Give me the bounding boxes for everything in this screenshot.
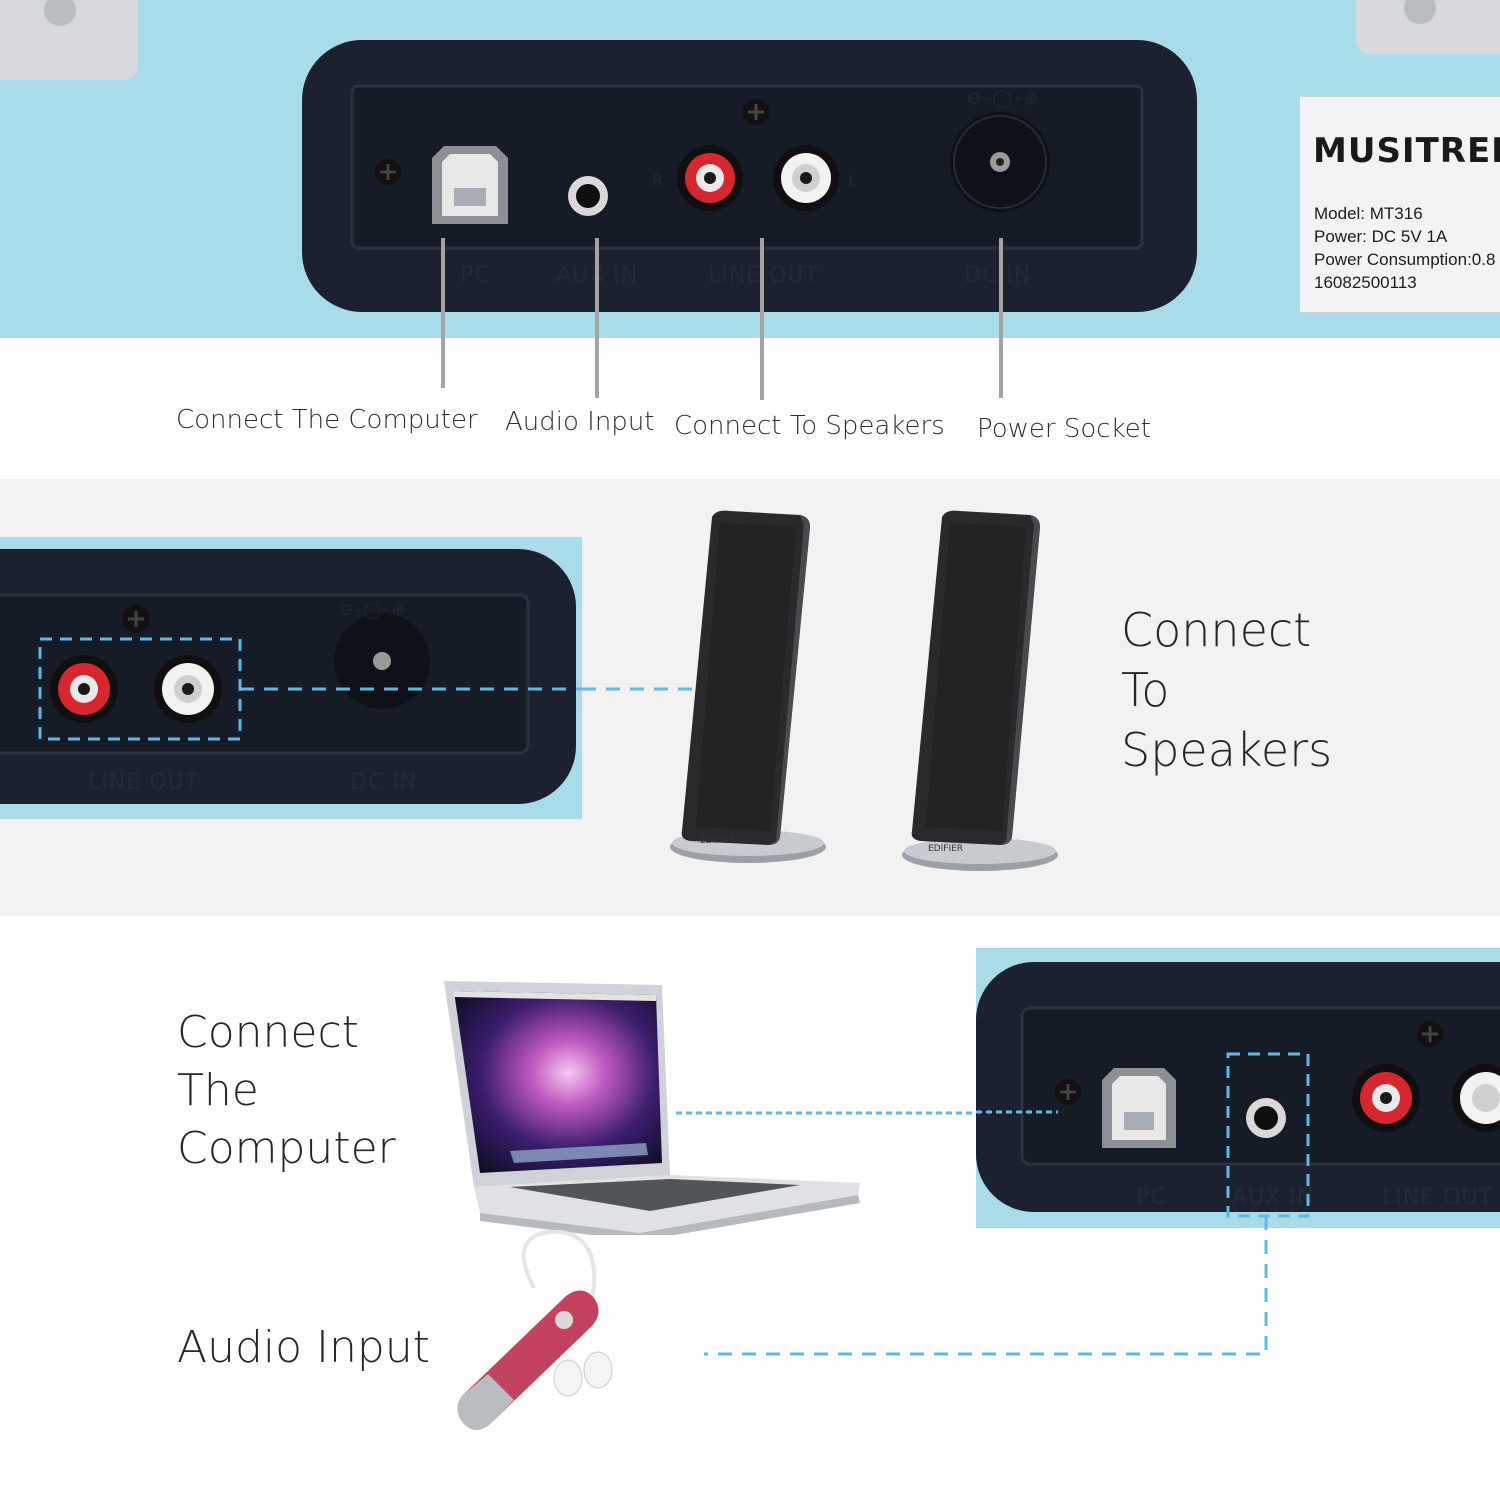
aux-jack-icon <box>1246 1098 1286 1138</box>
dc-power-jack-icon <box>334 613 430 709</box>
screw-icon <box>1055 1079 1081 1105</box>
speakers-closeup-panel: ⊖–◯–⊕ LINE OUT DC IN <box>0 537 582 819</box>
speaker-brand-badge: EDIFIER <box>700 836 735 846</box>
l-embossed-label: L <box>848 171 858 190</box>
dc-power-jack-icon <box>950 112 1050 212</box>
speakers-heading-line: To <box>1121 663 1170 717</box>
top-ports-panel: ⊖–◯–⊕ PC AUX IN LINE OUT DC IN R L <box>0 0 1500 340</box>
speaker-brand-badge: EDIFIER <box>928 844 963 854</box>
callout-label-computer: Connect The Computer <box>176 405 478 435</box>
screw-icon <box>375 159 401 185</box>
hinge-screw <box>1404 0 1436 24</box>
svg-text:⊖–◯–⊕: ⊖–◯–⊕ <box>340 600 406 619</box>
callout-label-audio: Audio Input <box>505 407 655 437</box>
nameplate-consumption: Power Consumption:0.8 <box>1314 250 1496 269</box>
callout-label-speakers: Connect To Speakers <box>674 411 945 441</box>
nameplate-serial: 16082500113 <box>1314 273 1417 292</box>
computer-heading-line: The <box>177 1065 259 1116</box>
hinge-left <box>0 0 138 80</box>
audio-guide-line <box>704 1216 1268 1356</box>
callout-lines-lower <box>441 336 1003 400</box>
rca-white-jack-icon <box>154 655 222 723</box>
speaker-left <box>670 510 826 863</box>
computer-heading: Connect The Computer <box>177 1004 396 1178</box>
svg-text:⊖–◯–⊕: ⊖–◯–⊕ <box>966 88 1039 109</box>
dc-in-embossed-label: DC IN <box>964 263 1031 288</box>
nameplate-sticker: MUSITREN Model: MT316 Power: DC 5V 1A Po… <box>1299 96 1500 313</box>
nameplate-power: Power: DC 5V 1A <box>1314 227 1448 246</box>
earbud-icon <box>583 1351 613 1389</box>
hinge-right <box>1356 0 1500 54</box>
mp3-player-image <box>457 1229 613 1430</box>
nameplate-model: Model: MT316 <box>1314 204 1423 223</box>
nameplate-brand: MUSITREN <box>1313 131 1500 171</box>
line-out-embossed-label: LINE OUT <box>1382 1185 1493 1210</box>
screw-icon <box>1417 1021 1443 1047</box>
screw-icon <box>122 605 150 633</box>
laptop-image <box>444 981 860 1235</box>
speakers-heading-line: Speakers <box>1121 723 1333 777</box>
speaker-pair-image: EDIFIER EDIFIER <box>670 510 1058 871</box>
rca-red-jack-icon <box>1352 1064 1420 1132</box>
aux-in-embossed-label: AUX IN <box>1232 1185 1314 1210</box>
panel-inner <box>352 86 1142 248</box>
audio-input-heading: Audio Input <box>177 1322 430 1373</box>
rca-white-jack-icon <box>773 145 839 211</box>
r-embossed-label: R <box>652 171 664 190</box>
pc-embossed-label: PC <box>460 263 491 288</box>
computer-heading-line: Connect <box>177 1007 359 1058</box>
usb-b-port-icon <box>432 146 508 224</box>
dc-in-embossed-label: DC IN <box>350 770 417 795</box>
pc-embossed-label: PC <box>1136 1185 1167 1210</box>
laptop-screen <box>454 991 662 1173</box>
speakers-heading-line: Connect <box>1121 603 1312 657</box>
rca-red-jack-icon <box>50 655 118 723</box>
speaker-right <box>902 510 1058 871</box>
line-out-embossed-label: LINE OUT <box>88 770 199 795</box>
callout-label-power: Power Socket <box>977 414 1151 444</box>
computer-closeup-panel: PC AUX IN LINE OUT <box>976 948 1500 1228</box>
earbud-icon <box>553 1359 583 1397</box>
hinge-screw <box>44 0 76 26</box>
rca-white-jack-icon <box>1452 1064 1500 1132</box>
laptop-keyboard <box>510 1179 800 1211</box>
rca-red-jack-icon <box>677 145 743 211</box>
laptop-dock <box>510 1143 648 1163</box>
aux-jack-icon <box>568 176 608 216</box>
screw-icon <box>743 99 769 125</box>
speakers-heading: Connect To Speakers <box>1121 600 1332 780</box>
computer-heading-line: Computer <box>177 1123 396 1174</box>
usb-b-port-icon <box>1102 1068 1176 1148</box>
aux-in-highlight-box <box>1226 1052 1310 1218</box>
